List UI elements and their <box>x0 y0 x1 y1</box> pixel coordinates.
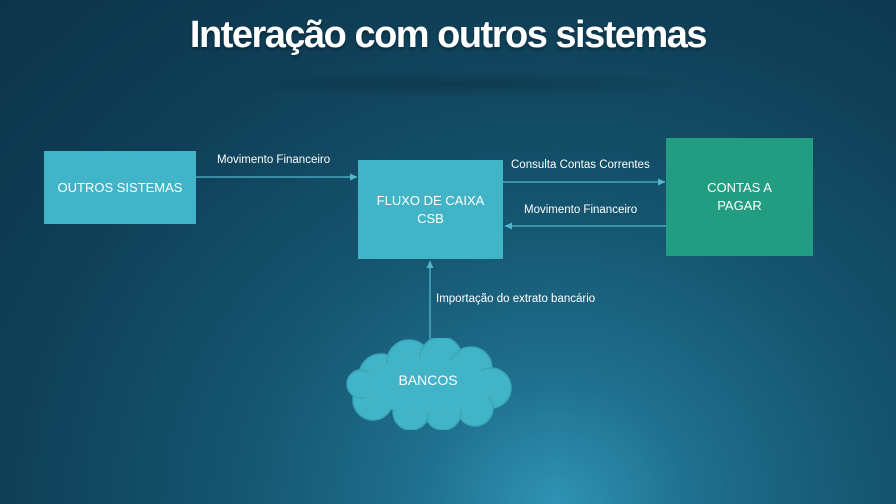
node-outros-sistemas: OUTROS SISTEMAS <box>44 151 196 224</box>
node-bancos: BANCOS <box>398 372 458 388</box>
edge-label-importacao-extrato: Importação do extrato bancário <box>436 293 596 305</box>
cloud-shape <box>346 338 512 430</box>
page-title: Interação com outros sistemas <box>189 14 708 56</box>
edge-label-movimento-financeiro-back: Movimento Financeiro <box>524 204 638 216</box>
node-fluxo-de-caixa: FLUXO DE CAIXA CSB <box>358 160 503 259</box>
edge-label-movimento-financeiro-in: Movimento Financeiro <box>217 154 331 166</box>
title-shadow <box>210 70 710 98</box>
node-contas-a-pagar: CONTAS A PAGAR <box>666 138 813 256</box>
edge-label-consulta-contas-correntes: Consulta Contas Correntes <box>511 159 650 171</box>
